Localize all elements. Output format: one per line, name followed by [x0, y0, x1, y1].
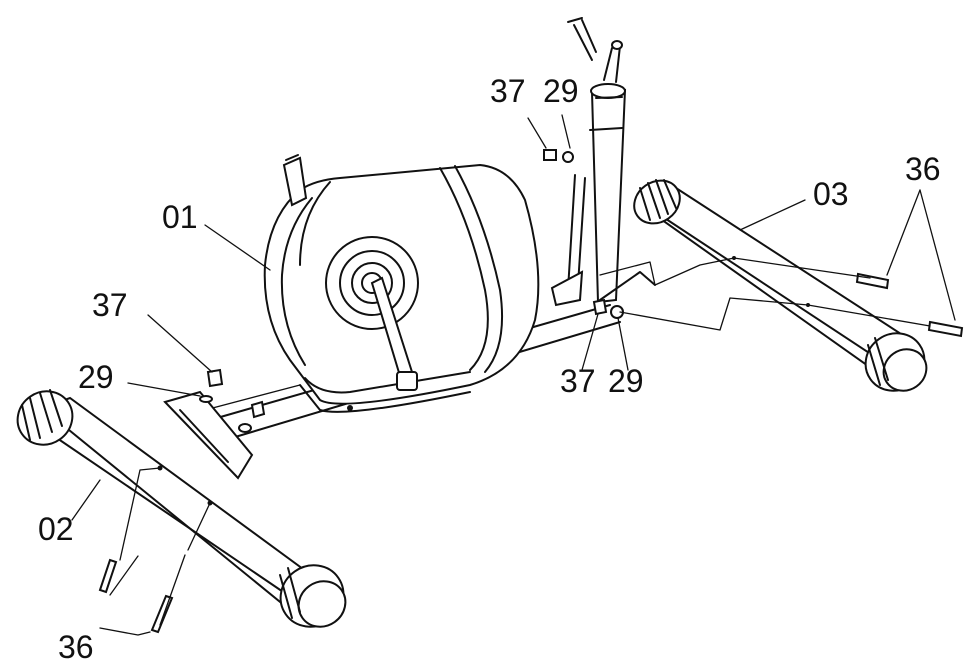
label-bolt-36-left: 36	[58, 629, 94, 665]
label-bolt-37-left: 37	[92, 287, 128, 323]
part-labels: 01 03 02 36 36 37 29 37 29 37 29	[38, 73, 941, 665]
leader-lines	[71, 114, 956, 636]
label-bolt-37-mid: 37	[560, 363, 596, 399]
flywheel-housing	[263, 154, 540, 413]
label-bolt-36-right: 36	[905, 151, 941, 187]
label-part-03: 03	[813, 176, 849, 212]
upright-post	[550, 17, 656, 307]
front-stabilizer	[633, 179, 928, 392]
label-washer-29-top: 29	[543, 73, 579, 109]
rear-stabilizer	[16, 389, 347, 628]
label-part-01: 01	[162, 199, 198, 235]
label-washer-29-left: 29	[78, 359, 114, 395]
label-bolt-37-top: 37	[490, 73, 526, 109]
rear-mount-plate	[163, 390, 254, 480]
label-part-02: 02	[38, 511, 74, 547]
label-washer-29-mid: 29	[608, 363, 644, 399]
